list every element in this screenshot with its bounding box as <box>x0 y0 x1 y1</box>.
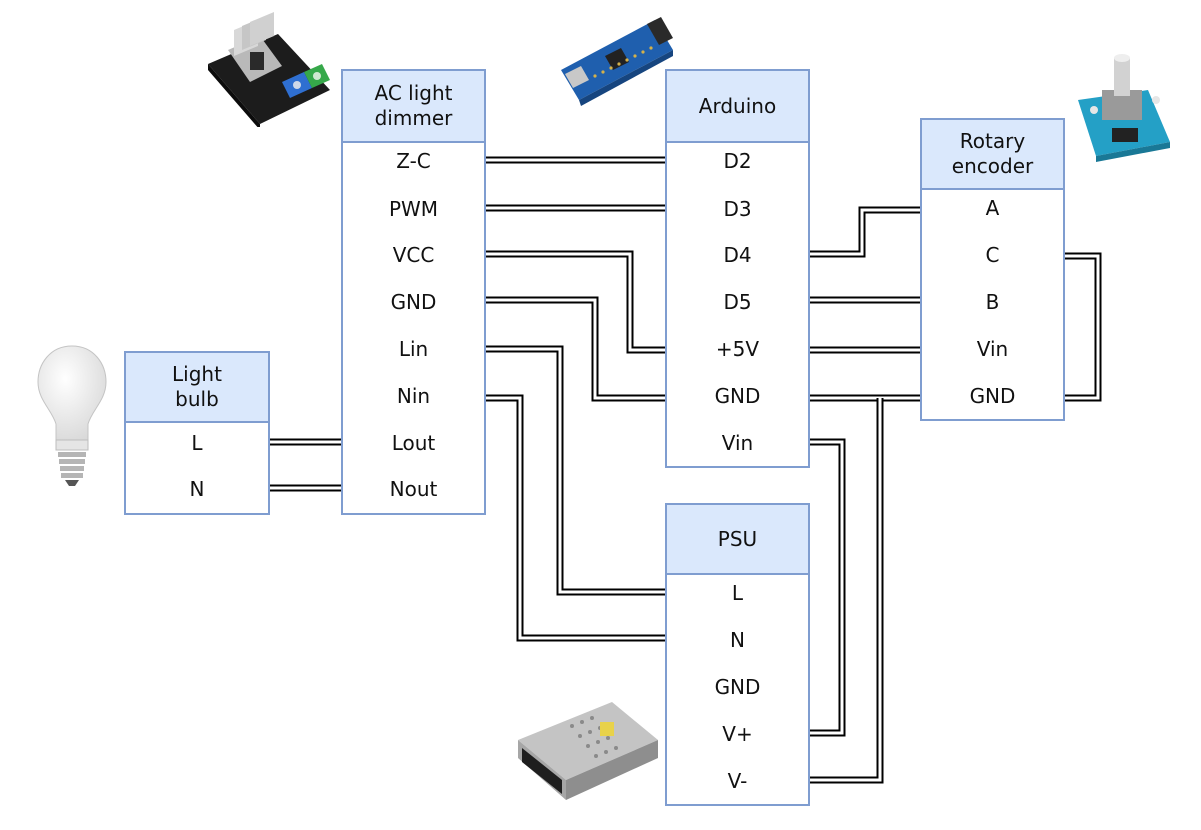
arduino-title: Arduino <box>667 71 808 143</box>
dimmer-module-image <box>208 12 330 127</box>
arduino-gnd-to-psu-vminus-wire-gap <box>810 398 882 782</box>
encoder-block: Rotary encoder A C B Vin GND <box>920 118 1065 421</box>
arduino-d4-to-encoder-a-wire <box>810 206 920 258</box>
psu-title: PSU <box>667 505 808 575</box>
rotary-encoder-image <box>1078 54 1170 162</box>
bulb-block: Light bulb L N <box>124 351 270 515</box>
encoder-pin-b: B <box>985 290 1000 314</box>
psu-image <box>518 702 658 800</box>
dimmer-lin-to-psu-l-wire-gap <box>486 347 665 594</box>
dimmer-block: AC light dimmer Z-C PWM VCC GND Lin Nin … <box>341 69 486 515</box>
bulb-title: Light bulb <box>126 353 268 423</box>
dimmer-nin-to-psu-n-wire <box>486 394 665 642</box>
dimmer-pin-pwm: PWM <box>388 197 439 221</box>
bulb-pin-n: N <box>189 477 205 501</box>
dimmer-pin-zc: Z-C <box>396 149 431 173</box>
dimmer-nin-to-psu-n-wire-gap <box>486 396 665 640</box>
psu-block: PSU L N GND V+ V- <box>665 503 810 806</box>
bulb-pin-l: L <box>191 431 203 455</box>
psu-pin-gnd: GND <box>714 675 761 699</box>
dimmer-pin-lout: Lout <box>391 431 436 455</box>
arduino-block: Arduino D2 D3 D4 D5 +5V GND Vin <box>665 69 810 468</box>
arduino-pin-d3: D3 <box>723 197 752 221</box>
arduino-pin-d2: D2 <box>723 149 752 173</box>
psu-pin-vplus: V+ <box>722 722 753 746</box>
light-bulb-image <box>37 345 107 486</box>
psu-pin-l: L <box>731 581 744 605</box>
dimmer-pin-lin: Lin <box>398 337 429 361</box>
dimmer-pin-nin: Nin <box>396 384 431 408</box>
arduino-pin-d5: D5 <box>723 290 752 314</box>
arduino-pin-gnd: GND <box>714 384 761 408</box>
psu-pin-vminus: V- <box>727 769 748 793</box>
arduino-pin-5v: +5V <box>715 337 760 361</box>
arduino-vin-to-psu-vplus-wire <box>810 438 846 737</box>
dimmer-gnd-to-arduino-gnd-wire-gap <box>486 298 665 400</box>
dimmer-title: AC light dimmer <box>343 71 484 143</box>
arduino-nano-image <box>561 17 673 106</box>
arduino-d4-to-encoder-a-wire-gap <box>810 208 920 256</box>
psu-pin-n: N <box>730 628 745 652</box>
arduino-pin-vin: Vin <box>721 431 754 455</box>
wires <box>270 156 1102 784</box>
arduino-vin-to-psu-vplus-wire-gap <box>810 440 844 735</box>
dimmer-pin-gnd: GND <box>390 290 437 314</box>
arduino-pin-d4: D4 <box>723 243 752 267</box>
encoder-pin-c: C <box>985 243 1000 267</box>
encoder-pin-vin: Vin <box>976 337 1009 361</box>
dimmer-pin-nout: Nout <box>389 477 438 501</box>
dimmer-vcc-to-arduino-5v-wire-gap <box>486 252 665 352</box>
encoder-pin-a: A <box>985 196 1000 220</box>
encoder-c-to-encoder-gnd-wire-gap <box>1065 254 1100 400</box>
encoder-title: Rotary encoder <box>922 120 1063 190</box>
dimmer-lin-to-psu-l-wire <box>486 345 665 596</box>
encoder-c-to-encoder-gnd-wire <box>1065 252 1102 402</box>
encoder-pin-gnd: GND <box>969 384 1016 408</box>
dimmer-pin-vcc: VCC <box>392 243 435 267</box>
